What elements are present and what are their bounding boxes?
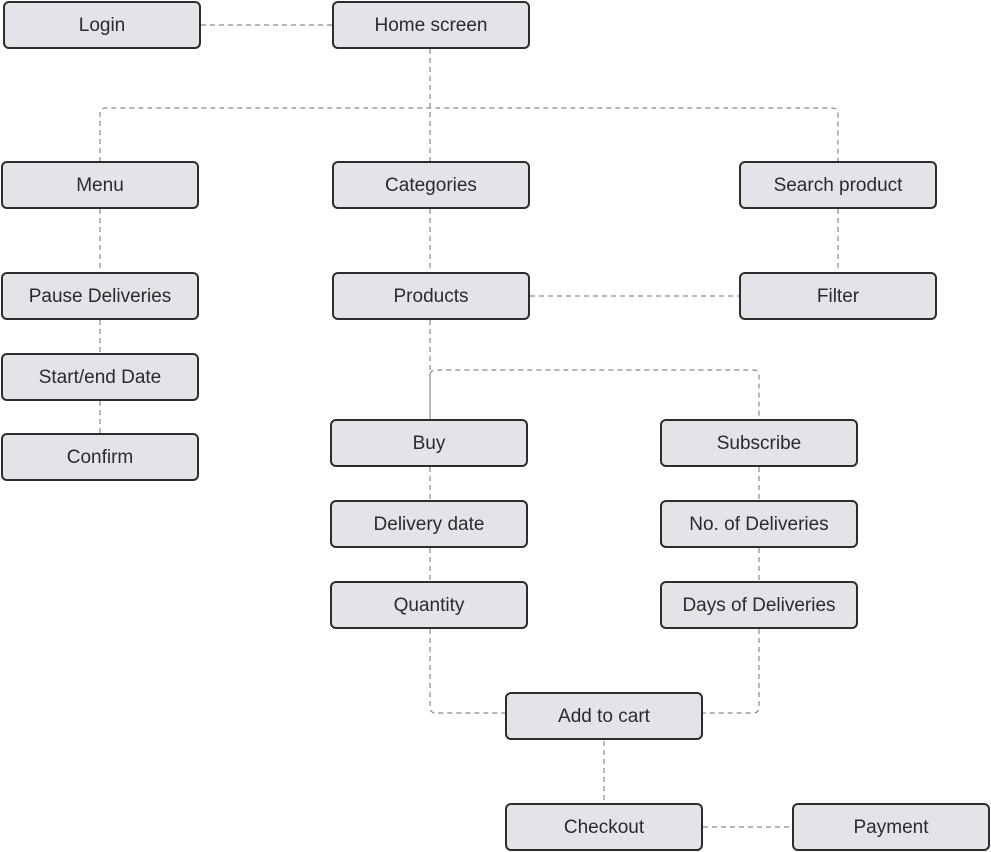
node-start-end-date: Start/end Date [1, 353, 199, 401]
node-quantity-label: Quantity [393, 595, 465, 616]
node-subscribe: Subscribe [660, 419, 858, 467]
node-delivery-date-label: Delivery date [373, 514, 485, 535]
node-menu-label: Menu [76, 175, 124, 196]
node-products: Products [332, 272, 530, 320]
node-confirm: Confirm [1, 433, 199, 481]
node-start-end-date-label: Start/end Date [38, 367, 162, 388]
node-days-of-deliveries-label: Days of Deliveries [682, 595, 836, 616]
node-delivery-date: Delivery date [330, 500, 528, 548]
node-home-screen-label: Home screen [374, 15, 488, 36]
node-filter: Filter [739, 272, 937, 320]
node-checkout: Checkout [505, 803, 703, 851]
node-menu: Menu [1, 161, 199, 209]
node-search-product: Search product [739, 161, 937, 209]
node-add-to-cart-label: Add to cart [558, 706, 650, 727]
edge-quantity-addtocart [429, 629, 505, 714]
node-home-screen: Home screen [332, 1, 530, 49]
node-quantity: Quantity [330, 581, 528, 629]
node-no-of-deliveries: No. of Deliveries [660, 500, 858, 548]
node-search-product-label: Search product [773, 175, 903, 196]
node-login: Login [3, 1, 201, 49]
node-buy: Buy [330, 419, 528, 467]
node-payment-label: Payment [853, 817, 929, 838]
node-login-label: Login [78, 15, 126, 36]
node-add-to-cart: Add to cart [505, 692, 703, 740]
node-checkout-label: Checkout [563, 817, 645, 838]
node-buy-label: Buy [412, 433, 446, 454]
edge-products-buy-subscribe [429, 320, 760, 419]
node-payment: Payment [792, 803, 990, 851]
node-categories-label: Categories [385, 175, 477, 196]
node-categories: Categories [332, 161, 530, 209]
node-days-of-deliveries: Days of Deliveries [660, 581, 858, 629]
node-no-of-deliveries-label: No. of Deliveries [689, 514, 829, 535]
node-pause-deliveries: Pause Deliveries [1, 272, 199, 320]
node-pause-deliveries-label: Pause Deliveries [28, 286, 172, 307]
node-confirm-label: Confirm [66, 447, 134, 468]
edge-home-menu-search [99, 107, 839, 162]
node-products-label: Products [393, 286, 469, 307]
edge-days-addtocart [703, 629, 760, 714]
node-filter-label: Filter [816, 286, 860, 307]
node-subscribe-label: Subscribe [716, 433, 802, 454]
